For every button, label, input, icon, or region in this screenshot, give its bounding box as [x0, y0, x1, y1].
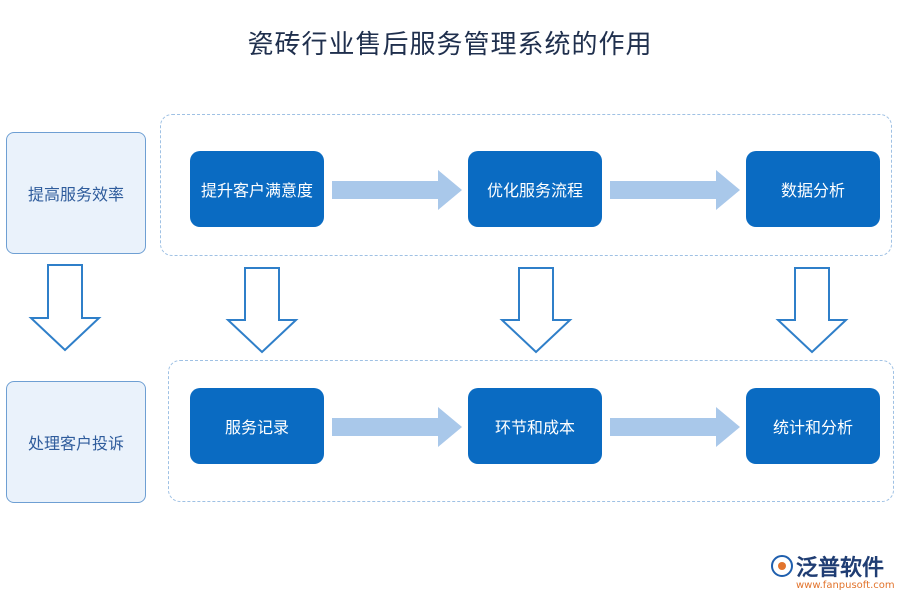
down-arrow-3 — [499, 267, 573, 354]
right-arrow-row1-b — [610, 170, 740, 210]
logo-url: www.fanpusoft.com — [796, 580, 895, 591]
row1-step1: 提升客户满意度 — [190, 151, 324, 227]
brand-logo: 泛普软件 www.fanpusoft.com — [770, 550, 895, 598]
diagram-title: 瓷砖行业售后服务管理系统的作用 — [247, 30, 653, 60]
logo-name: 泛普软件 — [796, 556, 885, 581]
row2-group — [168, 360, 894, 502]
row1-group — [160, 114, 892, 256]
down-arrow-1 — [28, 264, 102, 352]
row2-step3: 统计和分析 — [746, 388, 880, 464]
row2-label: 处理客户投诉 — [27, 434, 124, 453]
row2-label-box: 处理客户投诉 — [6, 381, 146, 503]
down-arrow-4 — [775, 267, 849, 354]
row1-label-box: 提高服务效率 — [6, 132, 146, 254]
row1-label: 提高服务效率 — [27, 185, 124, 204]
logo-icon — [771, 555, 793, 577]
row2-step2: 环节和成本 — [468, 388, 602, 464]
row2-step1: 服务记录 — [190, 388, 324, 464]
right-arrow-row2-b — [610, 407, 740, 447]
right-arrow-row2-a — [332, 407, 462, 447]
down-arrow-2 — [225, 267, 299, 354]
right-arrow-row1-a — [332, 170, 462, 210]
row1-step2: 优化服务流程 — [468, 151, 602, 227]
row1-step3: 数据分析 — [746, 151, 880, 227]
